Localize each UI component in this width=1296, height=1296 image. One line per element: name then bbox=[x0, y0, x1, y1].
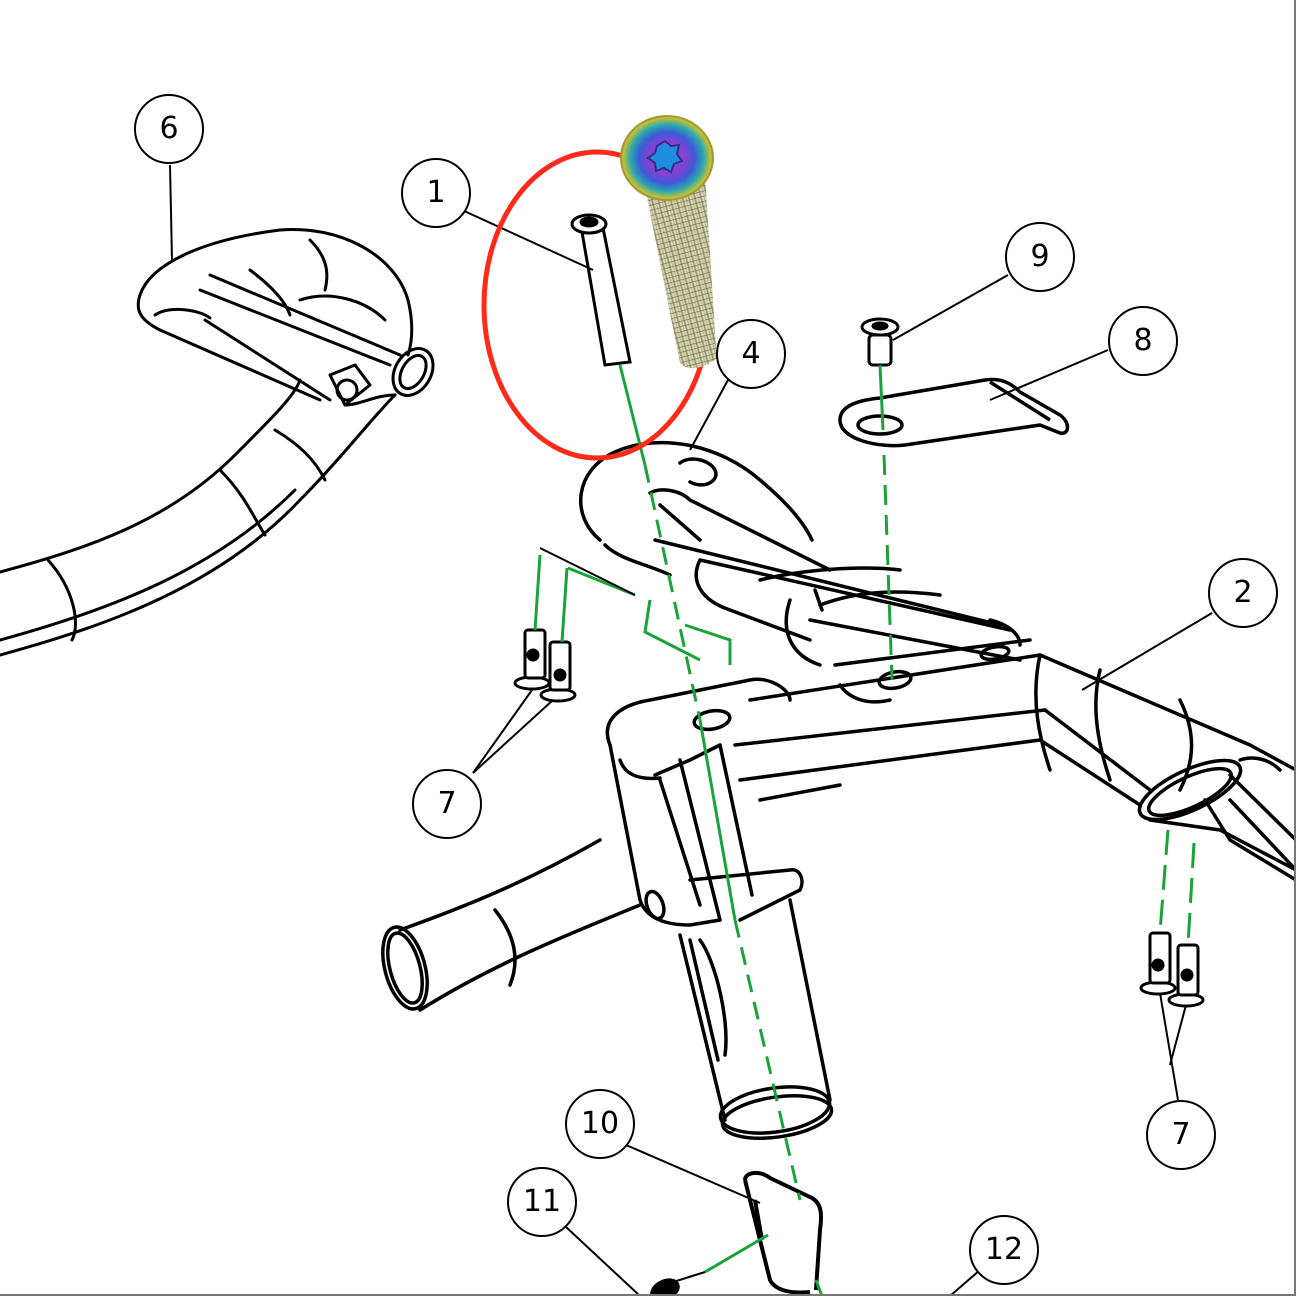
callout-6-label: 6 bbox=[159, 111, 179, 146]
assembly-axis-lines bbox=[533, 364, 1196, 1296]
frame-border-bottom bbox=[0, 1294, 1296, 1296]
callout-11-label: 11 bbox=[522, 1184, 562, 1219]
callout-10: 10 bbox=[565, 1089, 635, 1159]
callout-8: 8 bbox=[1108, 306, 1178, 376]
callout-7-left-label: 7 bbox=[437, 786, 457, 821]
callout-8-label: 8 bbox=[1133, 323, 1153, 358]
callout-10-label: 10 bbox=[580, 1106, 620, 1141]
callout-7-right-label: 7 bbox=[1171, 1117, 1191, 1152]
callout-4: 4 bbox=[716, 319, 786, 389]
part-9-bolt bbox=[860, 317, 900, 367]
callout-1: 1 bbox=[401, 158, 471, 228]
callout-12-label: 12 bbox=[984, 1232, 1024, 1267]
callout-2: 2 bbox=[1208, 558, 1278, 628]
frame-border-right bbox=[1294, 0, 1296, 1296]
part-7-nuts-right bbox=[1139, 931, 1205, 1008]
part-2-4-cockpit bbox=[381, 440, 1296, 1140]
callout-2-label: 2 bbox=[1233, 575, 1253, 610]
part-1-stem-bolt bbox=[570, 213, 632, 367]
callout-12: 12 bbox=[969, 1215, 1039, 1285]
callout-11: 11 bbox=[507, 1167, 577, 1237]
callout-6: 6 bbox=[134, 94, 204, 164]
bolt-photo-inset bbox=[620, 115, 717, 368]
part-8-bracket bbox=[838, 377, 1070, 448]
axis-start-tick bbox=[539, 547, 636, 596]
part-7-nuts-left bbox=[513, 628, 577, 703]
callout-9: 9 bbox=[1005, 222, 1075, 292]
callout-7-left: 7 bbox=[412, 769, 482, 839]
callout-4-label: 4 bbox=[741, 336, 761, 371]
callout-1-label: 1 bbox=[426, 175, 446, 210]
callout-7-right: 7 bbox=[1146, 1100, 1216, 1170]
leader-lines bbox=[169, 164, 1213, 1296]
part-10-cover bbox=[743, 1171, 823, 1295]
callout-9-label: 9 bbox=[1030, 239, 1050, 274]
part-11-plug bbox=[650, 1278, 680, 1296]
part-6-drop-bar bbox=[0, 227, 435, 657]
